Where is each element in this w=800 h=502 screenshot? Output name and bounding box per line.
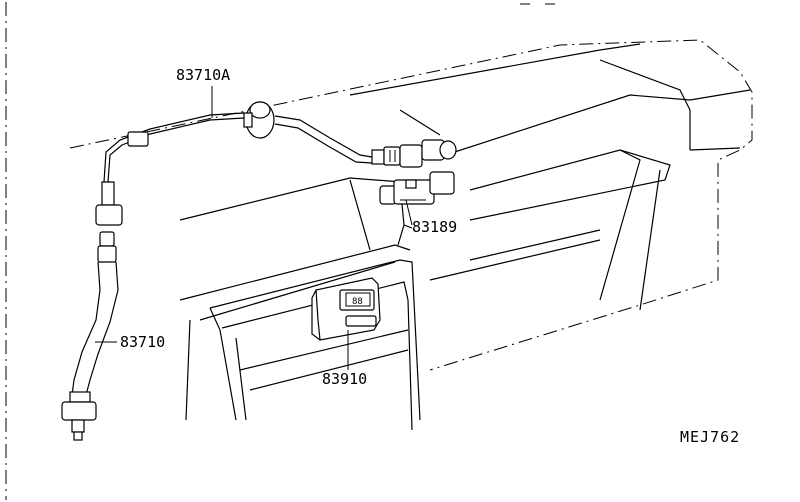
label-83710a: 83710A: [176, 66, 230, 84]
leader-lines: [95, 86, 413, 370]
page-border: [5, 2, 555, 500]
cable-83710a: [95, 101, 457, 226]
label-83910: 83910: [322, 370, 367, 388]
label-83189: 83189: [412, 218, 457, 236]
cable-83710: [61, 231, 119, 441]
speed-sensor-83189: [379, 171, 455, 246]
drawing-code: MEJ762: [680, 428, 740, 446]
svg-text:88: 88: [352, 297, 363, 307]
label-83710: 83710: [120, 333, 165, 351]
instrument-panel: [69, 39, 753, 371]
center-console: [185, 259, 421, 431]
display-unit-83910: 88: [311, 277, 381, 341]
